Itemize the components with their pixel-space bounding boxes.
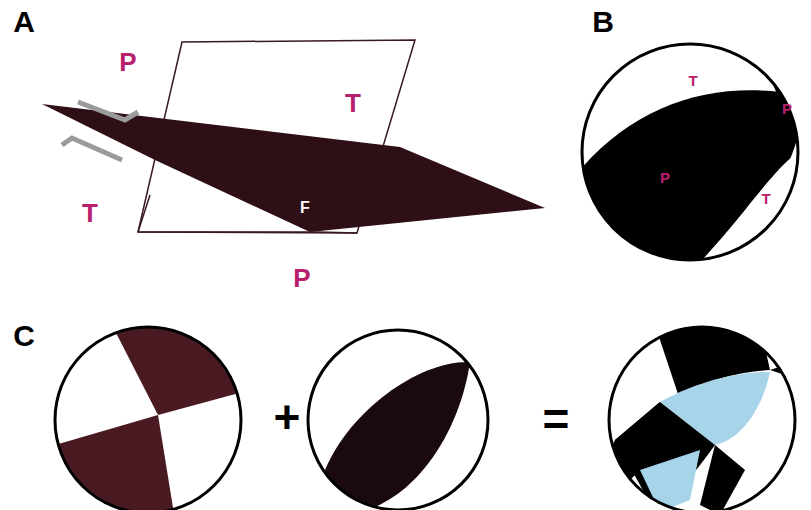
panel-letter: B <box>592 7 614 37</box>
tension-quadrant: T <box>761 191 770 206</box>
pressure-axis: P <box>293 265 310 291</box>
tension-axis: T <box>82 200 98 226</box>
equals-sign: = <box>543 396 570 442</box>
fault-label: F <box>300 200 310 216</box>
slip-arrows <box>62 102 138 160</box>
beachball <box>609 327 795 510</box>
beachball <box>308 330 488 510</box>
pressure-axis: P <box>119 49 136 75</box>
pressure-quadrant: P <box>660 170 670 185</box>
panel-letter: C <box>13 321 35 351</box>
beachball <box>55 327 241 510</box>
plus-sign: + <box>274 394 301 440</box>
tension-quadrant: T <box>688 73 697 88</box>
beachball <box>582 44 798 260</box>
tension-axis: T <box>345 90 361 116</box>
fault-plane <box>42 104 545 232</box>
panel-letter: A <box>13 7 35 37</box>
pressure-quadrant: P <box>782 101 792 116</box>
